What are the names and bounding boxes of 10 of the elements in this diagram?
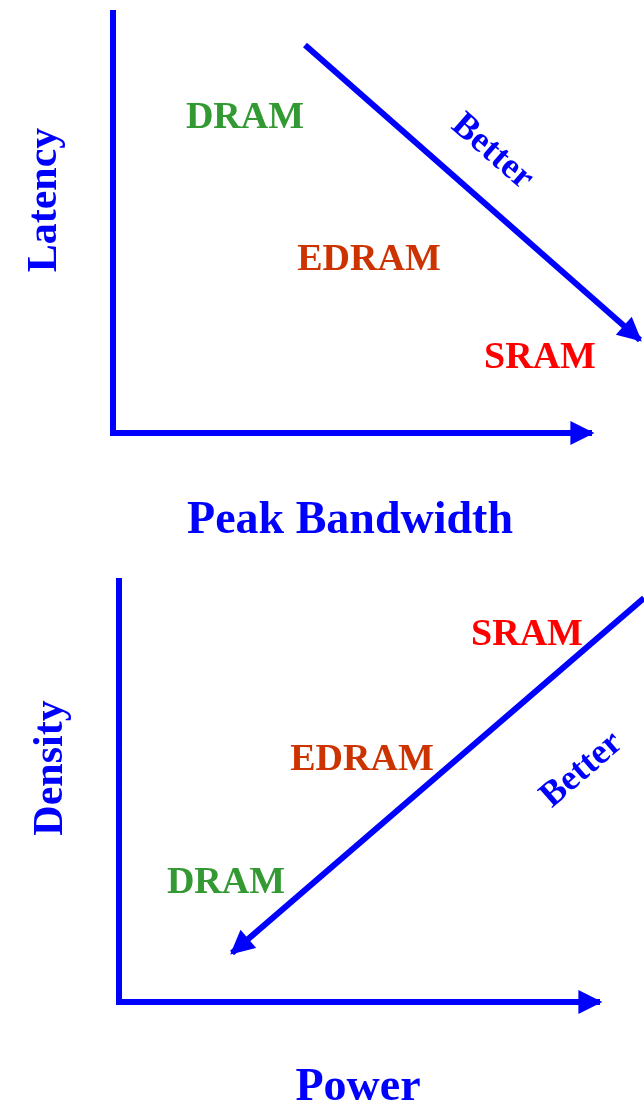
axis-label: Power: [295, 1062, 421, 1108]
data-label: DRAM: [166, 861, 286, 899]
data-label: EDRAM: [297, 238, 441, 276]
data-label: SRAM: [484, 336, 596, 374]
axis-label: Peak Bandwidth: [187, 495, 513, 541]
axis-label: Latency: [21, 127, 63, 273]
data-label: EDRAM: [290, 738, 434, 776]
axis-label: Density: [27, 700, 69, 836]
data-label: DRAM: [185, 96, 305, 134]
data-label: SRAM: [471, 613, 583, 651]
